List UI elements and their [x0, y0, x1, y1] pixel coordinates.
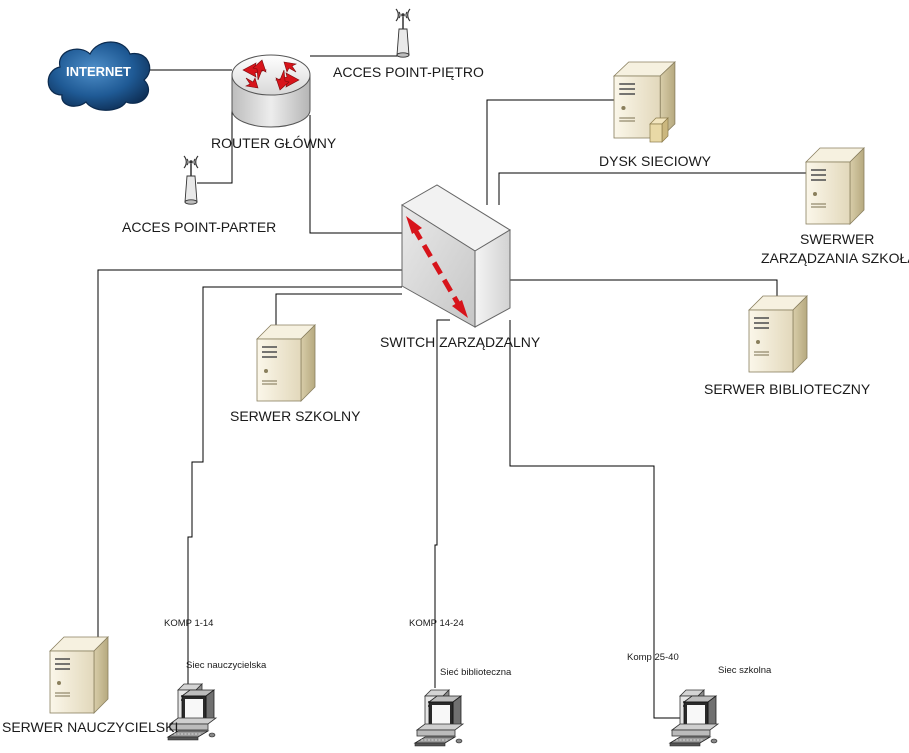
biblio-server-label: SERWER BIBLIOTECZNY	[704, 381, 871, 397]
school-server-icon	[256, 324, 316, 402]
link-switch-komp1	[187, 286, 402, 688]
switch-icon	[401, 184, 511, 328]
access-point-pietro-icon	[395, 8, 411, 58]
teacher-server-icon	[49, 636, 109, 714]
komp2-range-label: KOMP 14-24	[409, 618, 464, 629]
link-switch-biblio	[510, 279, 778, 302]
link-switch-szkolny	[275, 293, 402, 335]
link-switch-dysk	[486, 99, 614, 205]
szkolny-server-label: SERWER SZKOLNY	[230, 408, 361, 424]
link-switch-swerwer	[498, 172, 812, 205]
access-point-parter-icon	[183, 155, 199, 205]
workstation-komp2-icon	[414, 689, 464, 747]
link-switch-nauczyciel	[97, 269, 402, 642]
connection-lines	[97, 55, 812, 719]
nauczyciel-server-label: SERWER NAUCZYCIELSKI	[2, 719, 179, 735]
link-switch-komp2	[434, 319, 450, 688]
link-router-ap-parter	[197, 110, 233, 184]
komp3-range-label: Komp 25-40	[627, 652, 679, 663]
swerwer-label-line1: SWERWER	[800, 231, 875, 247]
dysk-label: DYSK SIECIOWY	[599, 153, 712, 169]
router-icon	[231, 54, 311, 128]
komp1-network-label: Siec nauczycielska	[186, 660, 267, 671]
komp1-range-label: KOMP 1-14	[164, 618, 214, 629]
ap-parter-label: ACCES POINT-PARTER	[122, 219, 277, 235]
ap-pietro-label: ACCES POINT-PIĘTRO	[333, 64, 484, 80]
internet-cloud-icon	[47, 41, 151, 111]
switch-label: SWITCH ZARZĄDZALNY	[380, 334, 541, 350]
link-switch-komp3	[509, 320, 684, 719]
router-label: ROUTER GŁÓWNY	[211, 135, 337, 151]
komp2-network-label: Sieć biblioteczna	[440, 667, 512, 678]
link-router-switch	[309, 115, 402, 234]
management-server-icon	[805, 147, 865, 225]
library-server-icon	[748, 295, 808, 373]
swerwer-label-line2: ZARZĄDZANIA SZKOŁA	[761, 250, 909, 266]
komp3-network-label: Siec szkolna	[718, 665, 772, 676]
network-disk-icon	[613, 61, 676, 143]
internet-label: INTERNET	[66, 64, 131, 79]
